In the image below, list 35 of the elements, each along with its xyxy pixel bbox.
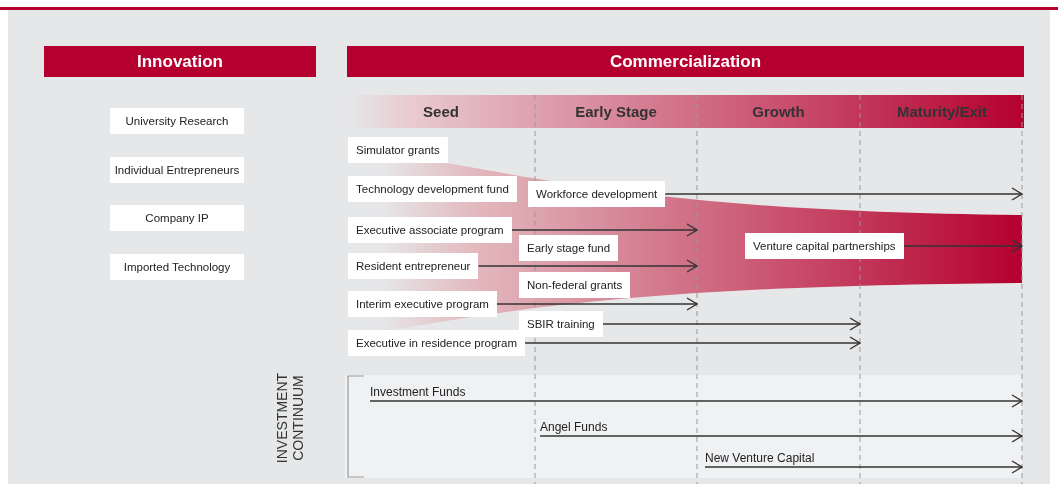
program-box: SBIR training [519,311,603,337]
source-box: Imported Technology [110,254,244,280]
header-band: Innovation [44,46,316,77]
source-box: Individual Entrepreneurs [110,157,244,183]
side-label: INVESTMENT CONTINUUM [274,371,306,466]
fund-label: Investment Funds [370,385,466,399]
source-box: University Research [110,108,244,134]
program-box: Resident entrepreneur [348,253,479,279]
fund-label: Angel Funds [540,420,608,434]
phase-label: Growth [751,102,806,122]
arrow [524,336,861,350]
program-box: Executive associate program [348,217,512,243]
arrow [539,429,1023,443]
program-box: Non-federal grants [519,272,631,298]
arrow [477,259,698,273]
arrow [496,297,698,311]
arrow [511,223,698,237]
program-box: Interim executive program [348,291,497,317]
arrow [704,460,1023,474]
program-box: Simulator grants [348,137,448,163]
phase-label: Early Stage [574,102,658,122]
arrow [902,239,1023,253]
source-box: Company IP [110,205,244,231]
arrow [369,394,1023,408]
arrow [664,187,1023,201]
phase-label: Maturity/Exit [896,102,988,122]
program-box: Early stage fund [519,235,619,261]
program-box: Executive in residence program [348,330,526,356]
phase-label: Seed [422,102,460,122]
program-box: Venture capital partnerships [745,233,904,259]
header-band: Commercialization [347,46,1024,77]
program-box: Workforce development [528,181,666,207]
program-box: Technology development fund [348,176,517,202]
arrow [602,317,861,331]
fund-label: New Venture Capital [705,451,815,465]
